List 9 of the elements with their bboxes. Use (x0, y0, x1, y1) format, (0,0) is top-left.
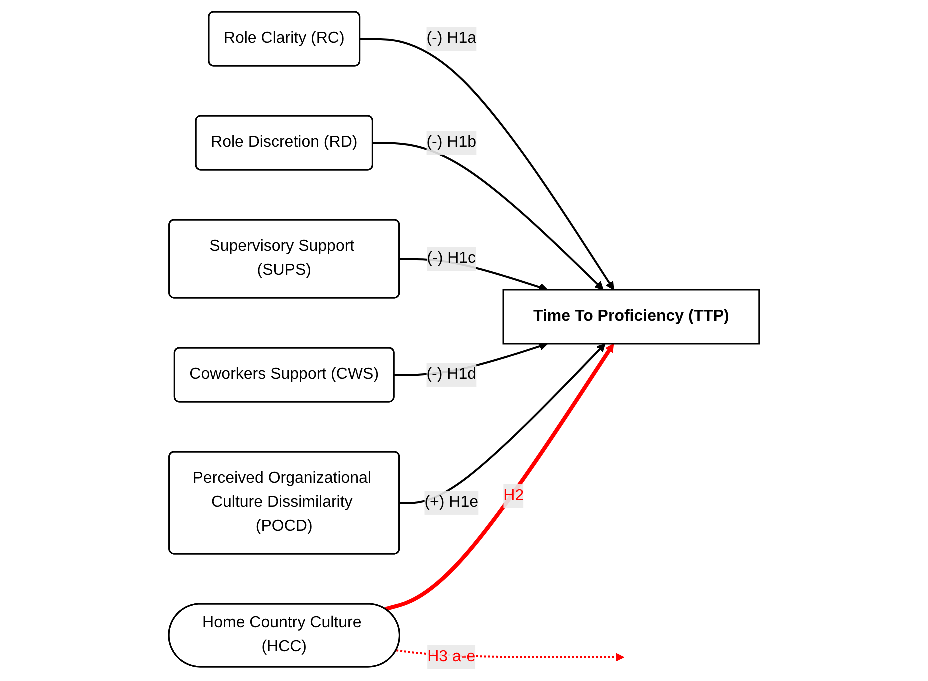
edge-label: H2 (503, 487, 524, 504)
edge-label: (+) H1e (424, 494, 478, 511)
arrow (400, 343, 606, 504)
edge-label: (-) H1b (426, 134, 476, 151)
edge-label: H3 a-e (427, 648, 476, 666)
node-box: Time To Proficiency (TTP) (502, 289, 760, 344)
edge-label: (-) H1a (426, 30, 476, 47)
edge-label: (-) H1d (426, 366, 476, 383)
edge-label: (-) H1c (426, 250, 476, 267)
